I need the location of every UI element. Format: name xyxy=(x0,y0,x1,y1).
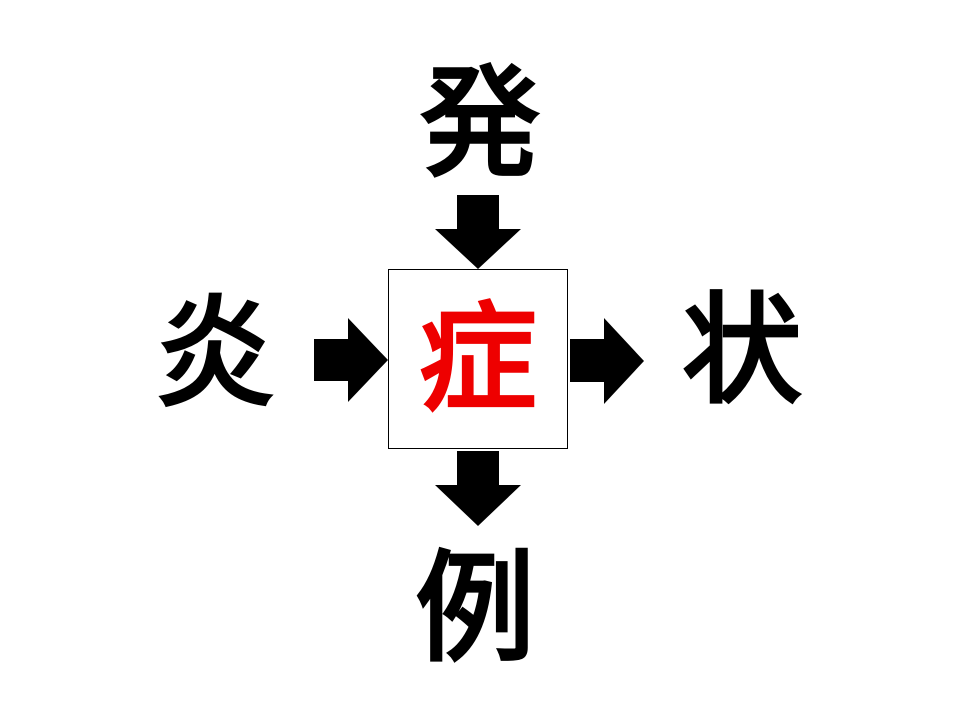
left-kanji: 炎 xyxy=(155,285,275,424)
bottom-kanji: 例 xyxy=(415,540,535,679)
right-kanji: 状 xyxy=(682,282,802,421)
arrow-down-icon xyxy=(435,195,521,269)
arrow-right-icon xyxy=(314,318,388,402)
arrow-right-out-icon xyxy=(570,318,644,404)
arrow-down-out-icon xyxy=(435,451,521,526)
answer-kanji: 症 xyxy=(418,290,537,428)
answer-box: 症 xyxy=(388,269,568,449)
top-kanji: 発 xyxy=(420,55,540,194)
